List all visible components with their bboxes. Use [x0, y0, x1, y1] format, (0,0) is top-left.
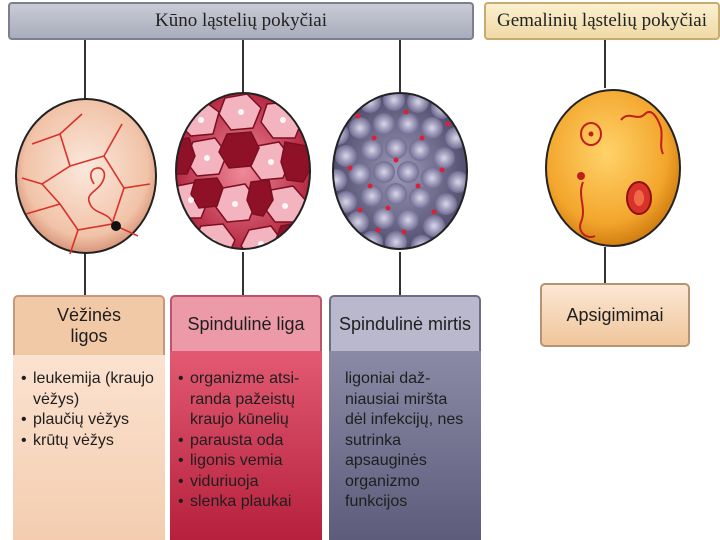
- radiation-death-cells-icon: [332, 92, 468, 250]
- list-item: leukemija (kraujo vėžys): [21, 369, 165, 410]
- list-item: ligonis vemia: [178, 451, 322, 472]
- radiation-death-panel-body: ligoniai daž- niausiai miršta dėl infekc…: [329, 351, 481, 540]
- list-item: krūtų vėžys: [21, 431, 165, 452]
- radiation-death-panel-title: Spindulinė mirtis: [329, 295, 481, 351]
- germ-cell-icon: [545, 89, 681, 247]
- germ-cell-changes-header: Gemalinių ląstelių pokyčiai: [484, 2, 720, 40]
- radiation-sickness-panel-body: organizme atsi- randa pažeistų kraujo kū…: [170, 351, 322, 540]
- connector-line: [242, 252, 244, 295]
- connector-line: [399, 40, 401, 92]
- somatic-cell-changes-header: Kūno ląstelių pokyčiai: [8, 2, 474, 40]
- list-item: organizme atsi- randa pažeistų kraujo kū…: [178, 369, 322, 431]
- connector-line: [84, 250, 86, 295]
- radiation-death-text: ligoniai daž- niausiai miršta dėl infekc…: [345, 370, 464, 510]
- list-item: parausta oda: [178, 431, 322, 452]
- birth-defects-panel: Apsigimimai: [540, 283, 690, 347]
- list-item: slenka plaukai: [178, 492, 322, 513]
- cancer-title-text: Vėžinės ligos: [56, 305, 122, 346]
- connector-line: [604, 40, 606, 88]
- connector-line: [604, 247, 606, 283]
- connector-line: [84, 40, 86, 102]
- radiation-sick-cells-icon: [175, 92, 311, 250]
- cancer-cell-icon: [15, 98, 157, 255]
- connector-line: [242, 40, 244, 94]
- radiation-sickness-panel-title: Spindulinė liga: [170, 295, 322, 351]
- list-item: plaučių vėžys: [21, 410, 165, 431]
- cancer-panel-title: Vėžinės ligos: [13, 295, 165, 355]
- list-item: viduriuoja: [178, 472, 322, 493]
- cancer-panel-body: leukemija (kraujo vėžys) plaučių vėžys k…: [13, 355, 165, 540]
- connector-line: [399, 252, 401, 295]
